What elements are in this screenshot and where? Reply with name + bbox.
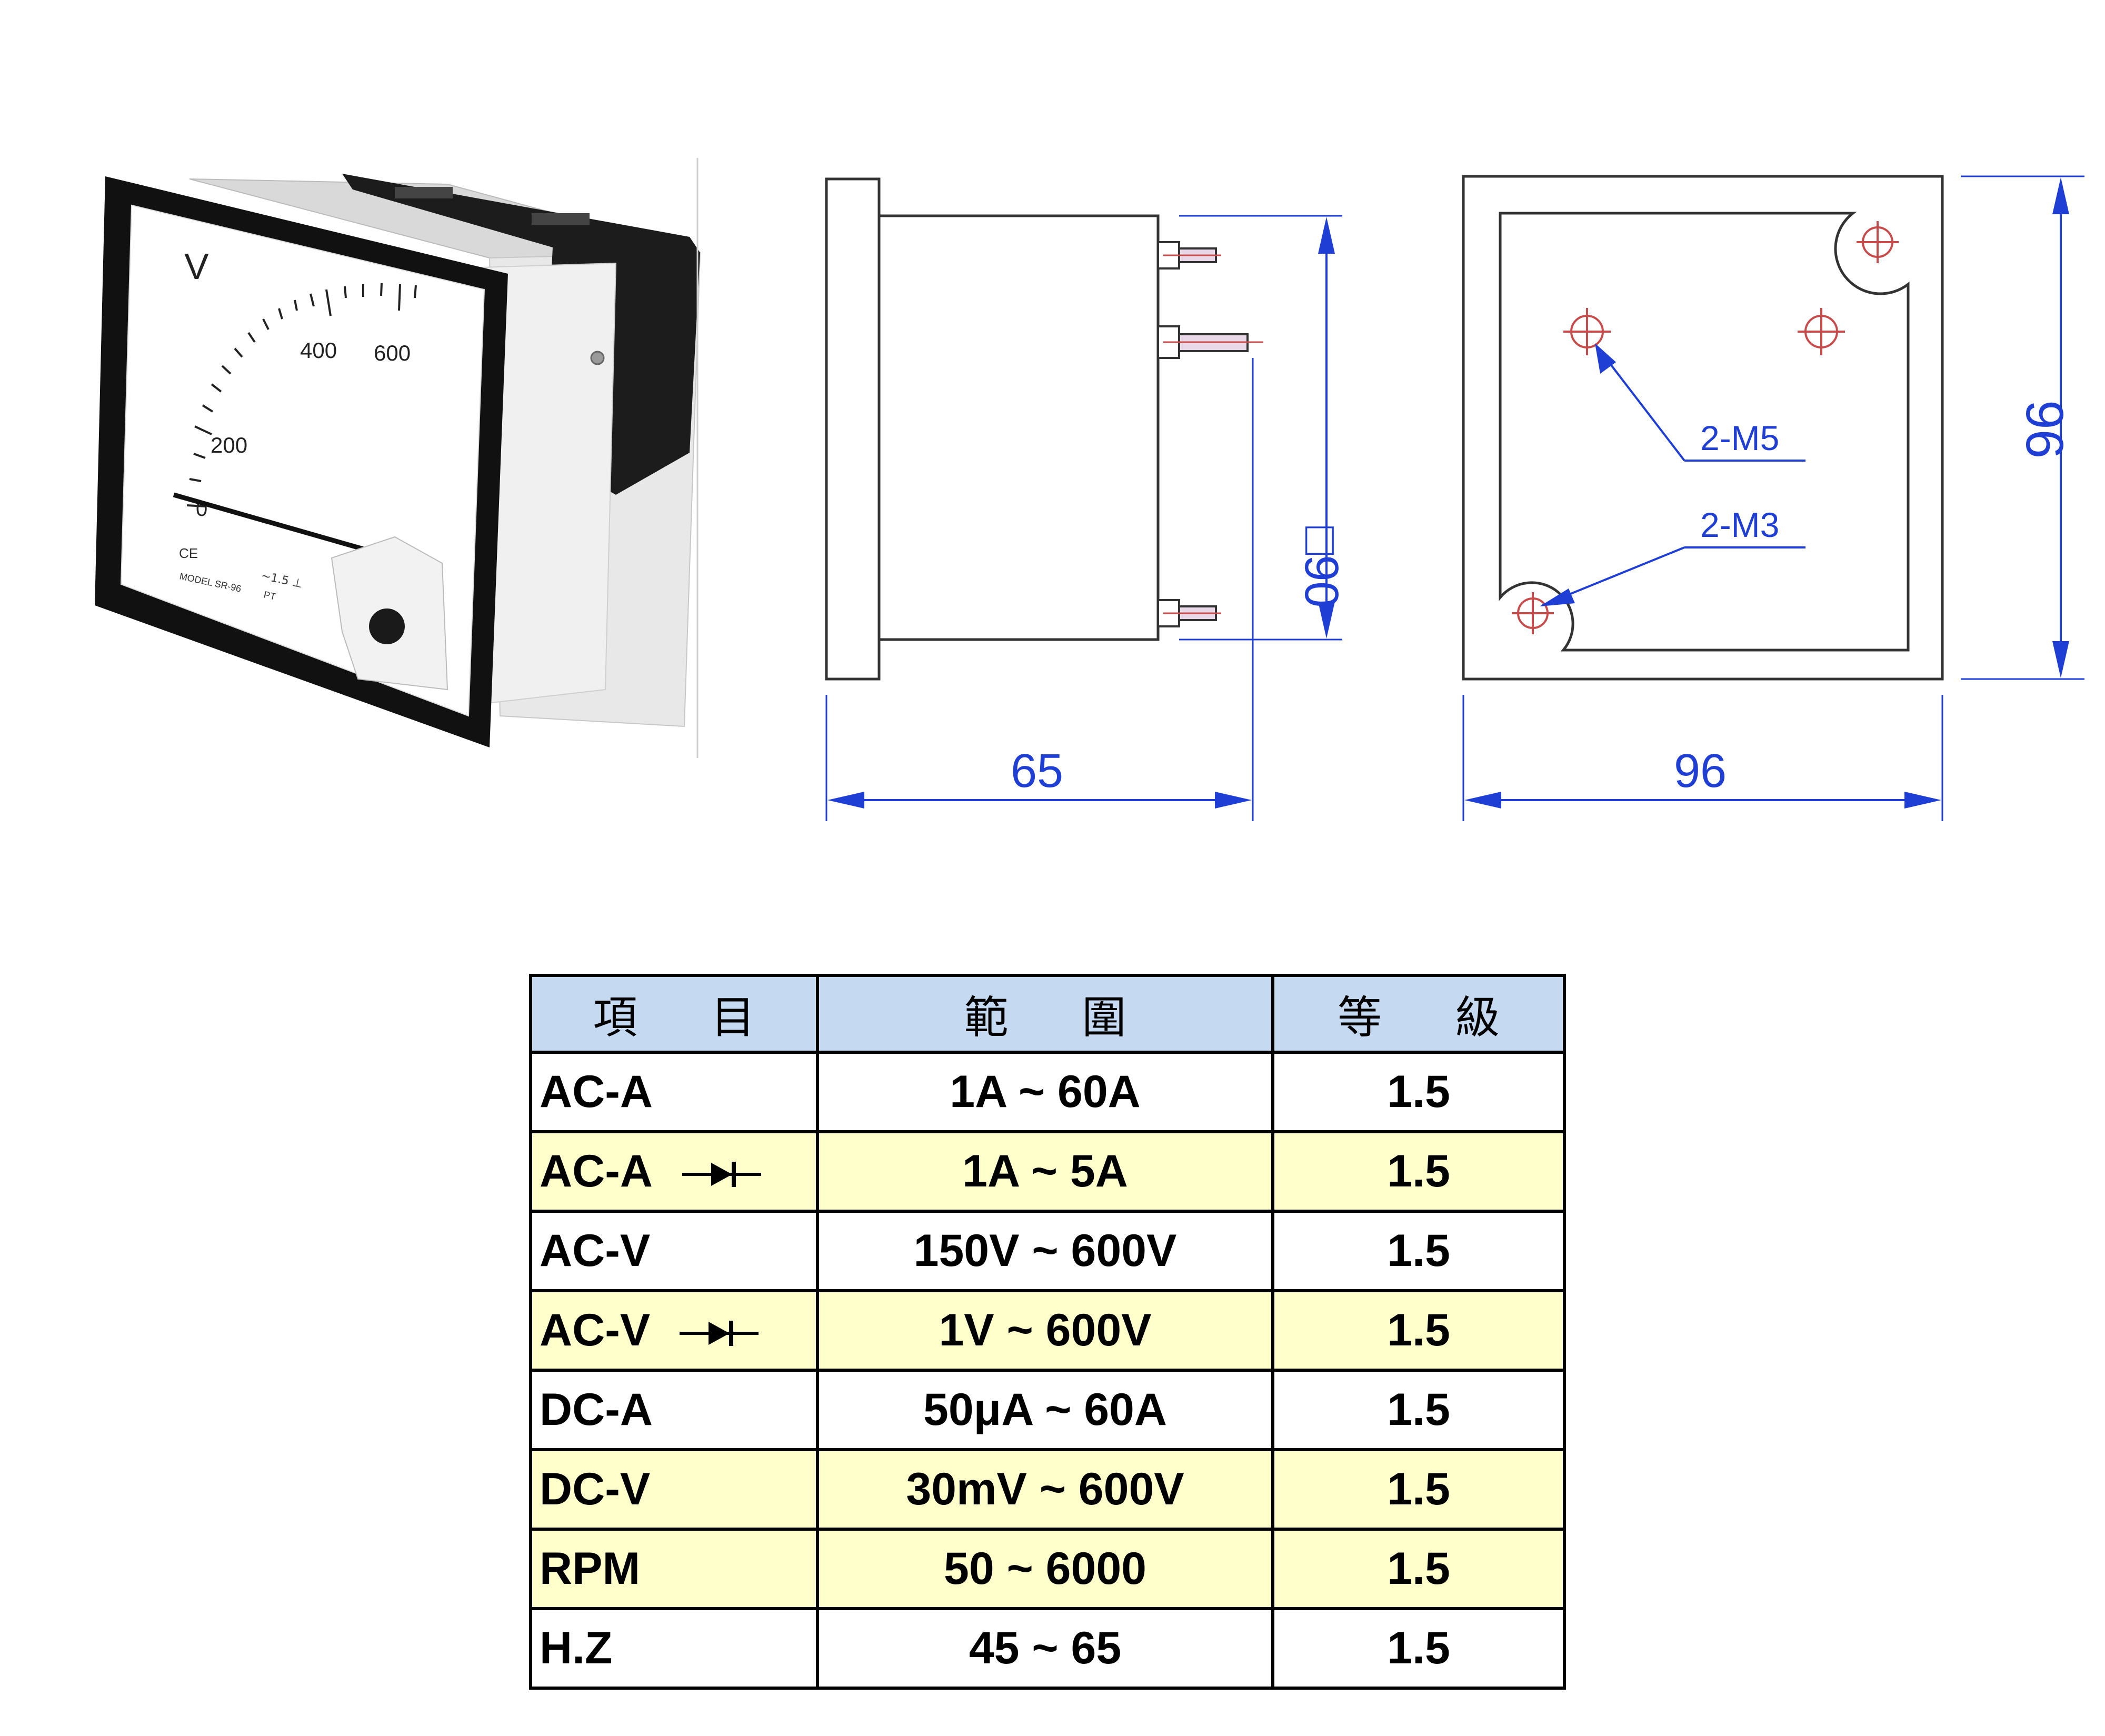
side-arrow-left [827, 792, 864, 809]
row-grade-cell: 1.5 [1271, 1448, 1566, 1531]
depth-dimension-label: 65 [1011, 745, 1063, 797]
side-arrow-up [1318, 217, 1335, 254]
front-outer [1462, 175, 1944, 681]
scale-label-200: 200 [211, 433, 247, 457]
m5-leader [1597, 346, 1685, 462]
terminal-slot-2 [532, 213, 590, 225]
row-item-cell: AC-V [529, 1210, 819, 1292]
scale-label-600: 600 [374, 341, 411, 365]
table-header-row: 項目 範圍 等級 [529, 974, 1566, 1054]
m5-label: 2-M5 [1700, 418, 1779, 457]
row-item-cell: AC-A [529, 1051, 819, 1133]
side-bezel [825, 177, 881, 681]
row-grade-cell: 1.5 [1271, 1289, 1566, 1372]
meter-needle [173, 492, 396, 561]
header-item: 項目 [529, 974, 819, 1054]
row-range-cell: 1A ~ 5A [816, 1130, 1274, 1213]
row-item-label: AC-V [540, 1225, 651, 1276]
side-view-drawing: □90 65 [825, 177, 1348, 821]
width-dimension-label: 96 [1674, 745, 1727, 797]
front-arrow-right [1904, 792, 1941, 809]
row-item-cell: AC-A [529, 1130, 819, 1213]
row-item-label: DC-A [540, 1384, 653, 1435]
row-item-label: AC-A [540, 1146, 653, 1196]
row-item-cell: RPM [529, 1528, 819, 1610]
side-arrow-down [1318, 602, 1335, 638]
meter-photo: V 0 200 400 600 CE MODEL SR-96 ~1.5 ⊥ PT [95, 174, 701, 747]
row-range-cell: 1V ~ 600V [816, 1289, 1274, 1372]
photo-divider [696, 158, 699, 758]
row-grade-cell: 1.5 [1271, 1051, 1566, 1133]
row-grade-cell: 1.5 [1271, 1528, 1566, 1610]
row-item-label: RPM [540, 1543, 641, 1594]
row-range-cell: 30mV ~ 600V [816, 1448, 1274, 1531]
row-item-cell: DC-V [529, 1448, 819, 1531]
m3-label: 2-M3 [1700, 505, 1779, 544]
side-arrow-right [1215, 792, 1252, 809]
meter-marking-text: PT [263, 589, 277, 602]
zero-adjust-knob-icon [369, 608, 405, 644]
front-inner [1499, 212, 1910, 652]
row-item-cell: DC-A [529, 1369, 819, 1451]
meter-ce-mark: CE [179, 545, 198, 561]
row-range-cell: 1A ~ 60A [816, 1051, 1274, 1133]
side-body [877, 214, 1160, 641]
m3-leader-arrow [1540, 588, 1575, 606]
side-terminals [1157, 241, 1263, 627]
height-dimension-label: 96 [2015, 400, 2074, 458]
front-arrow-up [2052, 177, 2069, 214]
rectifier-diode-icon [682, 1159, 761, 1190]
front-arrow-left [1464, 792, 1501, 809]
row-grade-cell: 1.5 [1271, 1130, 1566, 1213]
row-item-label: AC-A [540, 1066, 653, 1117]
meter-unit-label: V [184, 246, 209, 287]
front-arrow-down [2052, 641, 2069, 678]
row-range-cell: 45 ~ 65 [816, 1607, 1274, 1690]
square-dimension-label: □90 [1295, 526, 1348, 607]
row-item-cell: AC-V [529, 1289, 819, 1372]
row-item-label: H.Z [540, 1623, 613, 1673]
row-range-cell: 50 ~ 6000 [816, 1528, 1274, 1610]
header-grade: 等級 [1271, 974, 1566, 1054]
terminal-slot-1 [395, 187, 453, 198]
row-range-cell: 50μA ~ 60A [816, 1369, 1274, 1451]
front-holes [1512, 221, 1899, 634]
row-item-label: DC-V [540, 1464, 651, 1514]
row-range-cell: 150V ~ 600V [816, 1210, 1274, 1292]
row-grade-cell: 1.5 [1271, 1210, 1566, 1292]
row-item-cell: H.Z [529, 1607, 819, 1690]
housing-screw-icon [590, 351, 605, 365]
rectifier-diode-icon [680, 1318, 759, 1349]
m5-leader-arrow [1595, 343, 1616, 374]
front-view-drawing: 2-M5 2-M3 96 96 [1462, 175, 2084, 821]
scale-label-400: 400 [300, 338, 337, 363]
header-range: 範圍 [816, 974, 1274, 1054]
row-grade-cell: 1.5 [1271, 1369, 1566, 1451]
row-grade-cell: 1.5 [1271, 1607, 1566, 1690]
scale-ticks [186, 283, 417, 507]
row-item-label: AC-V [540, 1305, 651, 1355]
